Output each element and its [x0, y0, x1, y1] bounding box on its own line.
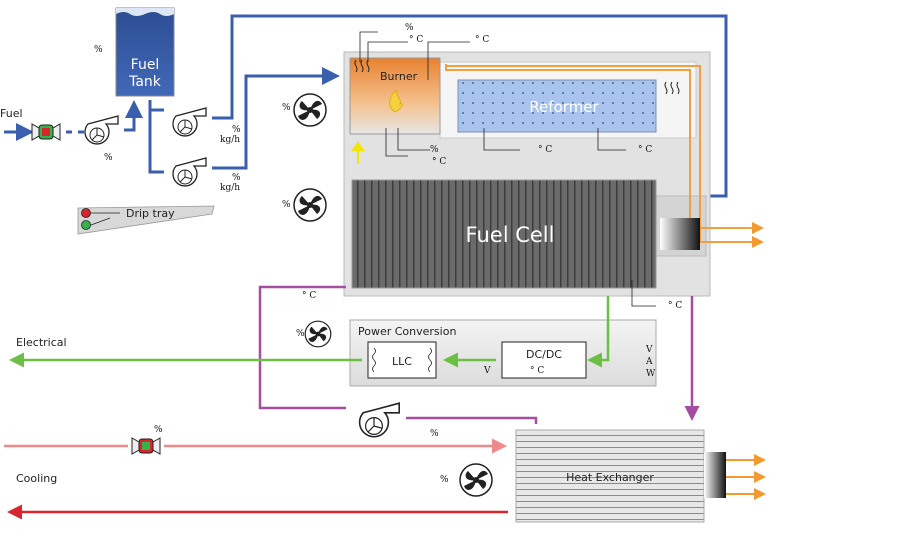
burner-fuel-pump[interactable]: [172, 107, 207, 137]
burner-temp-unit-2: ° C: [475, 35, 489, 45]
stack-temp-unit: ° C: [668, 301, 682, 311]
burner-fuel-pump-unit: %: [232, 125, 241, 135]
coolant-pump-unit: %: [430, 429, 439, 439]
exhaust-port: [660, 218, 700, 250]
cooling-label: Cooling: [16, 472, 57, 485]
reformer-temp-unit-2: ° C: [638, 145, 652, 155]
electrical-label: Electrical: [16, 336, 67, 349]
burner-air-fan[interactable]: [293, 93, 327, 127]
burner: Burner: [349, 57, 441, 135]
cooling-valve[interactable]: [131, 437, 161, 455]
stack-amp-unit: A: [645, 357, 653, 367]
heat-exchanger-fan-unit: %: [440, 475, 449, 485]
heater-coil-icon: [354, 59, 370, 73]
cathode-air-fan-unit: %: [282, 200, 291, 210]
cathode-air-fan[interactable]: [293, 188, 327, 222]
burner-out-temp-unit: ° C: [432, 157, 446, 167]
coolant-pump[interactable]: [358, 402, 400, 438]
coolant-temp-unit: ° C: [302, 291, 316, 301]
fuel-tank-level-unit: %: [94, 45, 103, 55]
fuel-pump[interactable]: [84, 115, 119, 145]
reformer-fuel-flow-unit: kg/h: [220, 183, 240, 193]
burner-label: Burner: [380, 70, 418, 83]
fuel-pump-unit: %: [104, 153, 113, 163]
heat-output-arrows: [726, 454, 766, 500]
stack-volt-unit: V: [645, 345, 653, 355]
burner-temp-unit-1: ° C: [409, 35, 423, 45]
llc-label: LLC: [392, 355, 412, 368]
dcdc-input-volt-unit: V: [483, 366, 491, 376]
heat-exchanger-fan[interactable]: [459, 463, 493, 497]
cooling-lines: [4, 446, 508, 520]
burner-temp-percent-unit: %: [405, 23, 414, 33]
dcdc-label: DC/DC: [526, 348, 562, 361]
burner-out-percent-unit: %: [430, 145, 439, 155]
dcdc-temp-unit: ° C: [530, 366, 544, 376]
cathode-air-lines: [445, 64, 764, 248]
fuel-cell-stack: Fuel Cell: [351, 179, 657, 289]
fuel-tank: Fuel Tank: [115, 7, 175, 97]
drip-tray: Drip tray: [77, 205, 215, 235]
reformer-fuel-pump-unit: %: [232, 173, 241, 183]
stack-watt-unit: W: [646, 369, 656, 379]
airflow-arrow: [351, 141, 365, 164]
drip-tray-label: Drip tray: [126, 207, 175, 220]
reformer-fuel-pump[interactable]: [172, 157, 207, 187]
fuel-cell-label: Fuel Cell: [466, 223, 555, 247]
burner-fuel-flow-unit: kg/h: [220, 135, 240, 145]
coolant-loop: [258, 285, 700, 424]
power-conversion-fan[interactable]: [304, 320, 332, 348]
reformer-temp-unit-1: ° C: [538, 145, 552, 155]
flame-icon: [389, 89, 403, 113]
thermocouple-icon: [359, 31, 656, 307]
heat-exchanger: Heat Exchanger: [515, 429, 705, 523]
burner-air-fan-unit: %: [282, 103, 291, 113]
fuel-label: Fuel: [0, 107, 23, 120]
heat-exchanger-label: Heat Exchanger: [566, 471, 654, 484]
power-conversion-fan-unit: %: [296, 329, 305, 339]
heat-exchanger-exhaust-port: [704, 452, 726, 498]
power-conversion: Power Conversion LLC DC/DC ° C V V A W: [349, 319, 657, 387]
fuel-valve[interactable]: [31, 123, 61, 141]
cooling-valve-unit: %: [154, 425, 163, 435]
fuel-tank-label-2: Tank: [128, 74, 162, 90]
reformer-heater-icon: [664, 81, 680, 95]
fuel-tank-label-1: Fuel: [131, 57, 160, 73]
power-conversion-label: Power Conversion: [358, 325, 456, 338]
reformer: Reformer: [457, 79, 680, 133]
reformer-label: Reformer: [529, 98, 599, 116]
electrical-lines: [8, 296, 610, 368]
